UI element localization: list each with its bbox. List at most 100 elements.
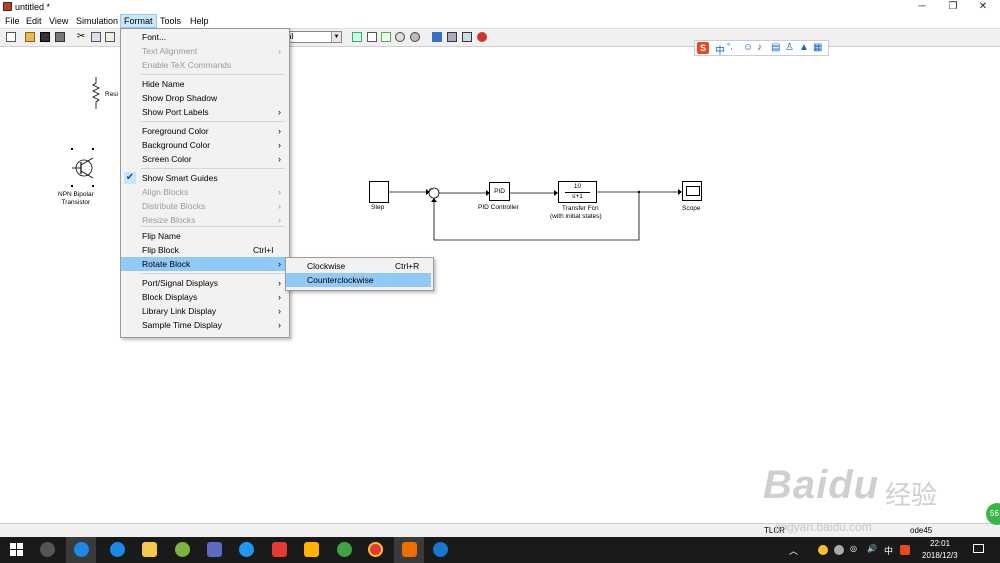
yellow-app-icon[interactable]	[304, 542, 319, 557]
close-button[interactable]: ✕	[978, 1, 988, 12]
network-icon[interactable]: ◎	[850, 544, 857, 553]
simulink-taskbar-icon[interactable]	[433, 542, 448, 557]
baidu-watermark-logo: Baidu	[763, 463, 880, 507]
scope-block[interactable]	[682, 181, 702, 201]
format-menu-item-background-color[interactable]: Background Color›	[121, 138, 287, 152]
build-icon[interactable]	[367, 32, 377, 42]
format-menu: Font...Text Alignment›Enable TeX Command…	[120, 28, 290, 338]
skin-icon[interactable]: ▲	[799, 42, 809, 53]
update-diagram-icon[interactable]	[352, 32, 362, 42]
transfer-fcn-block[interactable]: 10 s+1	[558, 181, 597, 203]
green-app-icon[interactable]	[337, 542, 352, 557]
format-menu-item-font[interactable]: Font...	[121, 30, 287, 44]
report-icon[interactable]	[462, 32, 472, 42]
volume-icon[interactable]: 🔊	[867, 544, 877, 553]
menu-edit[interactable]: Edit	[26, 16, 42, 26]
tray-chevron-icon[interactable]: ︿	[789, 546, 799, 556]
ime-toolbar[interactable]: S 中 °, ☺ ♪ ▤ ♙ ▲ ▦	[694, 40, 829, 57]
emoji-icon[interactable]: ☺	[743, 42, 754, 53]
save-icon[interactable]	[40, 32, 50, 42]
menu-bar: File Edit View Simulation Format Tools H…	[0, 14, 1000, 29]
format-menu-item-rotate-block[interactable]: Rotate Block›	[121, 257, 287, 271]
grid-icon[interactable]: ▦	[813, 42, 823, 53]
clock-date[interactable]: 2018/12/3	[922, 551, 958, 560]
ie-browser-icon[interactable]	[110, 542, 125, 557]
title-bar: untitled * ─ ❐ ✕	[0, 0, 1000, 14]
combo-dropdown-icon[interactable]: ▼	[331, 32, 341, 42]
format-menu-item-hide-name[interactable]: Hide Name	[121, 77, 287, 91]
clock-time[interactable]: 22:01	[930, 539, 951, 548]
floating-badge[interactable]: 56	[986, 503, 1000, 525]
bird-app-icon[interactable]	[207, 542, 222, 557]
notification-icon[interactable]	[973, 544, 984, 553]
microphone-icon[interactable]: ♪	[757, 42, 762, 53]
menu-item-label: Show Smart Guides	[142, 173, 218, 183]
print-icon[interactable]	[55, 32, 65, 42]
person-icon[interactable]: ♙	[785, 42, 794, 53]
submenu-arrow-icon: ›	[278, 215, 281, 225]
format-menu-item-foreground-color[interactable]: Foreground Color›	[121, 124, 287, 138]
stop-icon[interactable]	[477, 32, 487, 42]
rotate-item-counterclockwise[interactable]: Counterclockwise	[286, 273, 431, 287]
open-folder-icon[interactable]	[25, 32, 35, 42]
submenu-arrow-icon: ›	[278, 187, 281, 197]
windows-start-icon[interactable]	[10, 543, 23, 556]
format-menu-item-show-port-labels[interactable]: Show Port Labels›	[121, 105, 287, 119]
submenu-arrow-icon: ›	[278, 46, 281, 56]
model-explorer-icon[interactable]	[410, 32, 420, 42]
sogou-tray-icon[interactable]	[900, 545, 910, 555]
debug-icon[interactable]	[432, 32, 442, 42]
tray-lang[interactable]: 中	[884, 546, 894, 556]
format-menu-item-show-smart-guides[interactable]: ✔Show Smart Guides	[121, 171, 287, 185]
pid-block[interactable]: PID	[489, 182, 510, 201]
format-menu-item-sample-time-display[interactable]: Sample Time Display›	[121, 318, 287, 332]
submenu-arrow-icon: ›	[278, 292, 281, 302]
wechat-icon[interactable]	[175, 542, 190, 557]
format-menu-item-port-signal-displays[interactable]: Port/Signal Displays›	[121, 276, 287, 290]
resistor-symbol	[92, 77, 100, 109]
minimize-button[interactable]: ─	[918, 1, 926, 12]
red-app-icon[interactable]	[272, 542, 287, 557]
simulation-mode-combo[interactable]: al ▼	[284, 31, 342, 43]
library-browser-icon[interactable]	[395, 32, 405, 42]
tray-app-icon-2[interactable]	[834, 545, 844, 555]
ime-lang[interactable]: 中	[715, 46, 725, 57]
keyboard-icon[interactable]: ▤	[771, 42, 781, 53]
menu-help[interactable]: Help	[190, 16, 209, 26]
menu-item-label: Show Drop Shadow	[142, 93, 218, 103]
step-block[interactable]	[369, 181, 389, 203]
format-menu-item-show-drop-shadow[interactable]: Show Drop Shadow	[121, 91, 287, 105]
new-model-icon[interactable]	[6, 32, 16, 42]
submenu-arrow-icon: ›	[278, 259, 281, 269]
sogou-logo-icon[interactable]: S	[697, 42, 709, 54]
menu-tools[interactable]: Tools	[160, 16, 182, 26]
edge-browser-icon[interactable]	[74, 542, 89, 557]
maximize-button[interactable]: ❐	[948, 1, 958, 12]
format-menu-item-library-link-display[interactable]: Library Link Display›	[121, 304, 287, 318]
scope-label: Scope	[682, 205, 701, 212]
format-menu-item-block-displays[interactable]: Block Displays›	[121, 290, 287, 304]
menu-simulation[interactable]: Simulation	[76, 16, 119, 26]
properties-icon[interactable]	[447, 32, 457, 42]
copy-icon[interactable]	[91, 32, 101, 42]
model-advisor-icon[interactable]	[381, 32, 391, 42]
menu-format[interactable]: Format	[120, 14, 157, 28]
tray-app-icon[interactable]	[818, 545, 828, 555]
format-menu-item-flip-name[interactable]: Flip Name	[121, 229, 287, 243]
menu-item-shortcut: Ctrl+I	[253, 245, 274, 255]
cloud-app-icon[interactable]	[239, 542, 254, 557]
paste-icon[interactable]	[105, 32, 115, 42]
ime-punct[interactable]: °,	[727, 42, 733, 51]
file-explorer-icon[interactable]	[142, 542, 157, 557]
matlab-icon[interactable]	[402, 542, 417, 557]
menu-file[interactable]: File	[5, 16, 20, 26]
cut-icon[interactable]: ✂	[77, 31, 86, 42]
menu-item-label: Text Alignment	[142, 46, 198, 56]
format-menu-item-screen-color[interactable]: Screen Color›	[121, 152, 287, 166]
menu-item-label: Background Color	[142, 140, 211, 150]
chrome-icon[interactable]	[368, 542, 383, 557]
pinwheel-app-icon[interactable]	[40, 542, 55, 557]
menu-view[interactable]: View	[49, 16, 69, 26]
